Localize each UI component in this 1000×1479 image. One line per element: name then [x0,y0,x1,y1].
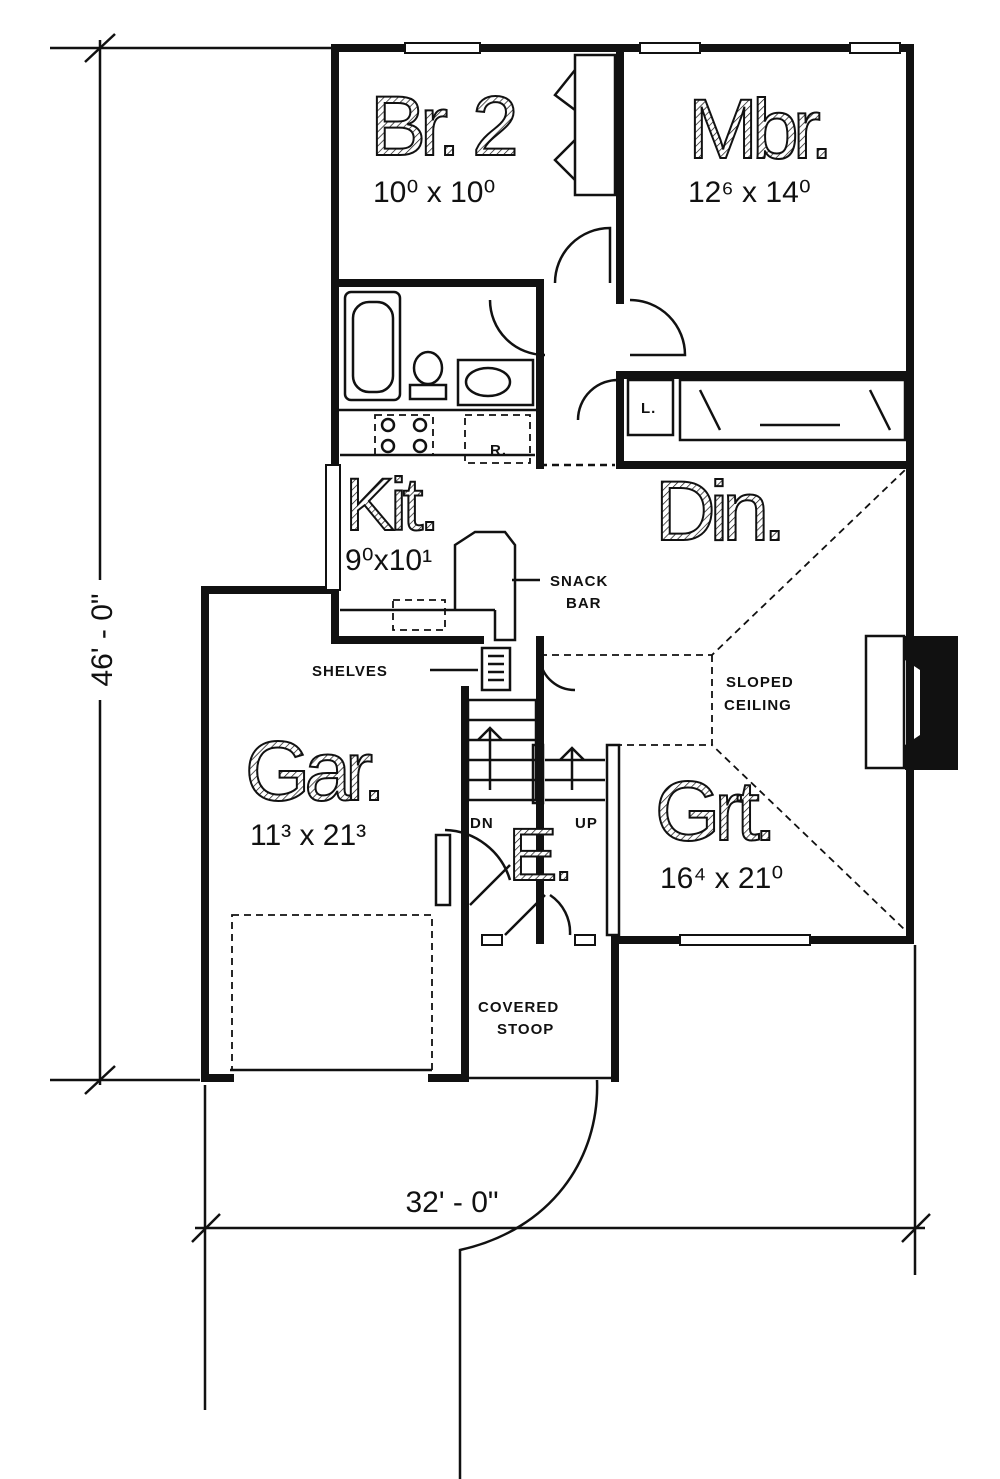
room-name: Br. 2 [370,79,515,173]
walkway [458,1079,599,1479]
width-label: 32' - 0" [405,1186,498,1219]
windows [325,42,901,946]
room-size: 10⁰ x 10⁰ [373,176,495,209]
stairs-down-label: DN [470,815,494,832]
sloped-ceiling-lines [540,469,906,931]
room-size: 12⁶ x 14⁰ [688,176,811,209]
sloped-ceiling-label: CEILING [724,697,792,714]
shelves-label: SHELVES [312,663,388,680]
room-name: Grt. [655,764,771,858]
linen-label: L. [641,400,656,417]
room-grt: Grt. 16⁴ x 21⁰ [654,763,783,895]
closets: L. [553,53,907,442]
room-entry: E. [507,812,575,897]
room-size: 9⁰x10¹ [345,544,432,577]
snack-bar-label: SNACK [550,573,608,590]
room-mbr: Mbr. 12⁶ x 14⁰ [687,81,834,209]
room-kit: Kit. 9⁰x10¹ [344,462,441,577]
room-size: 16⁴ x 21⁰ [660,862,783,895]
room-din: Din. [654,463,787,559]
bath-fixtures [343,290,535,407]
garage-door [231,914,433,1071]
sloped-ceiling-label: SLOPED [726,674,794,691]
doors[interactable] [434,226,687,936]
depth-dimension: 46' - 0" [50,33,335,1095]
room-br2: Br. 2 10⁰ x 10⁰ [369,78,522,209]
room-name: Kit. [345,463,436,546]
room-gar: Gar. 11³ x 21³ [244,723,387,852]
snack-bar-label: BAR [566,595,602,612]
kitchen-fixtures: R. [340,414,540,642]
refrigerator-label: R. [490,442,507,459]
stairs-up-label: UP [575,815,598,832]
width-dimension: 32' - 0" [191,945,931,1410]
room-name: E. [508,813,570,896]
covered-stoop-label: COVERED [478,999,559,1016]
depth-label: 46' - 0" [86,593,119,686]
room-name: Din. [655,464,780,558]
fireplace [864,634,958,770]
walls [201,44,914,1082]
room-name: Gar. [245,724,380,818]
covered-stoop-label: STOOP [497,1021,554,1038]
room-name: Mbr. [688,82,827,176]
stairs [430,646,621,937]
room-size: 11³ x 21³ [250,819,366,852]
